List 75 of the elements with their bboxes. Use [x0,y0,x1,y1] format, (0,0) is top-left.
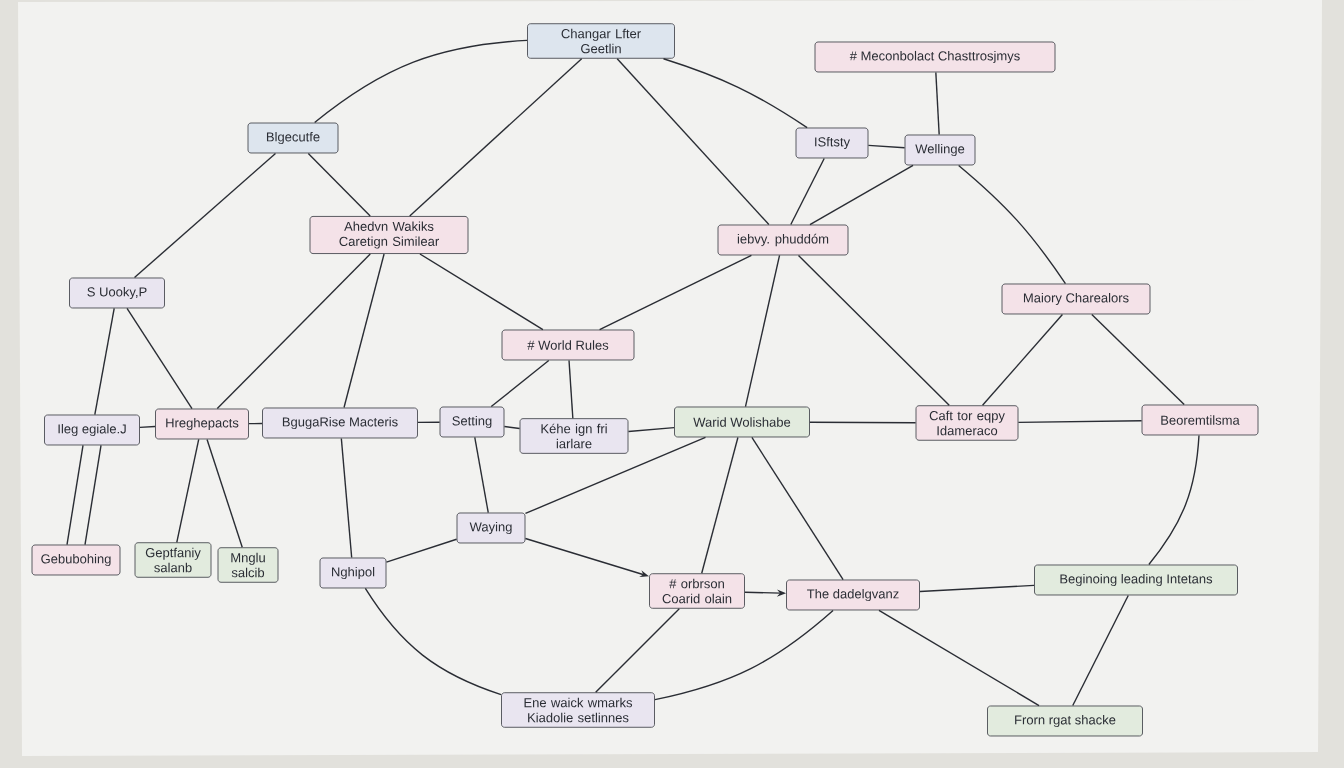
concept-box: Setting [439,406,505,438]
concept-box: Ileg egiale.J [44,414,140,446]
concept-box: Maiory Charealors [1001,283,1151,315]
connector-line [957,164,1067,285]
concept-box: Kéhe ign fri iarlare [519,418,629,454]
concept-box: Beginoing leading Intetans [1034,564,1238,596]
concept-box: Changar Lfter Geetlin [527,23,675,59]
concept-box: The dadelgvanz [786,579,920,611]
connector-line [417,421,441,424]
connector-line [66,444,84,546]
connector-line [126,307,193,410]
connector-line [139,425,156,429]
connector-line [809,164,914,226]
connector-line [919,584,1035,593]
connector-line [385,538,458,563]
connector-line [662,58,808,129]
connector-line [364,587,502,696]
connector-line [340,437,353,559]
connector-line [503,425,521,430]
connector-line [654,609,834,701]
connector-line [343,253,385,409]
connector-line [790,157,825,226]
connector-line [94,307,115,416]
concept-box: Ahedvn Wakiks Caretign Similear [309,216,469,254]
connector-line [524,436,707,515]
concept-box: Beoremtilsma [1141,404,1259,436]
connector-line [981,313,1064,406]
connector-line [176,438,200,543]
connector-line [598,254,753,331]
concept-box: Frorn rgat shacke [987,705,1143,737]
connector-line [809,421,917,424]
connector-line [1091,313,1185,406]
connector-line [1072,594,1129,707]
concept-box: S Uooky,P [69,277,165,309]
concept-box: Hreghepacts [155,408,249,440]
concept-box: # orbrson Coarid olain [649,573,745,609]
connector-line [867,144,906,149]
connector-line [935,71,940,136]
concept-box: Blgecutfe [247,122,339,154]
concept-box: Warid Wolishabe [674,406,810,438]
connector-line [248,422,263,425]
concept-box: Mnglu salcib [217,547,279,583]
concept-box: ISftsty [795,127,869,159]
connector-line [419,253,544,331]
connector-line [627,426,675,433]
concept-box: Waying [456,512,526,544]
concept-box: Caft tor eqpy Idameraco [915,405,1019,441]
connector-line [490,359,550,408]
connector-line [84,444,102,546]
concept-box: Nghipol [319,557,387,589]
concept-box: # World Rules [501,329,635,361]
connector-line [751,436,844,581]
connector-line [1017,420,1143,424]
concept-box: Gebubohing [31,544,121,576]
connector-line [878,609,1040,707]
concept-box: Ene waick wmarks Kiadolie setlinnes [501,692,655,728]
connector-line [133,152,277,279]
connector-line [313,39,528,124]
connector-line [744,254,781,408]
concept-box: # Meconbolact Chasttrosjmys [814,41,1056,73]
concept-box: Wellinge [904,134,976,166]
connector-line [216,253,371,410]
connector-line [409,58,583,217]
connector-line [568,359,574,419]
connector-line [616,58,770,226]
connector-line [307,152,371,217]
connector-line [701,436,739,574]
connector-line [797,254,950,406]
concept-box: BgugaRise Macteris [262,407,418,439]
concept-box: Geptfaniy salanb [134,542,212,578]
connector-line [595,608,680,693]
connector-line [474,436,489,514]
concept-box: iebvy. phuddóm [717,224,849,256]
connector-line [1148,434,1200,566]
connector-line [206,438,243,548]
